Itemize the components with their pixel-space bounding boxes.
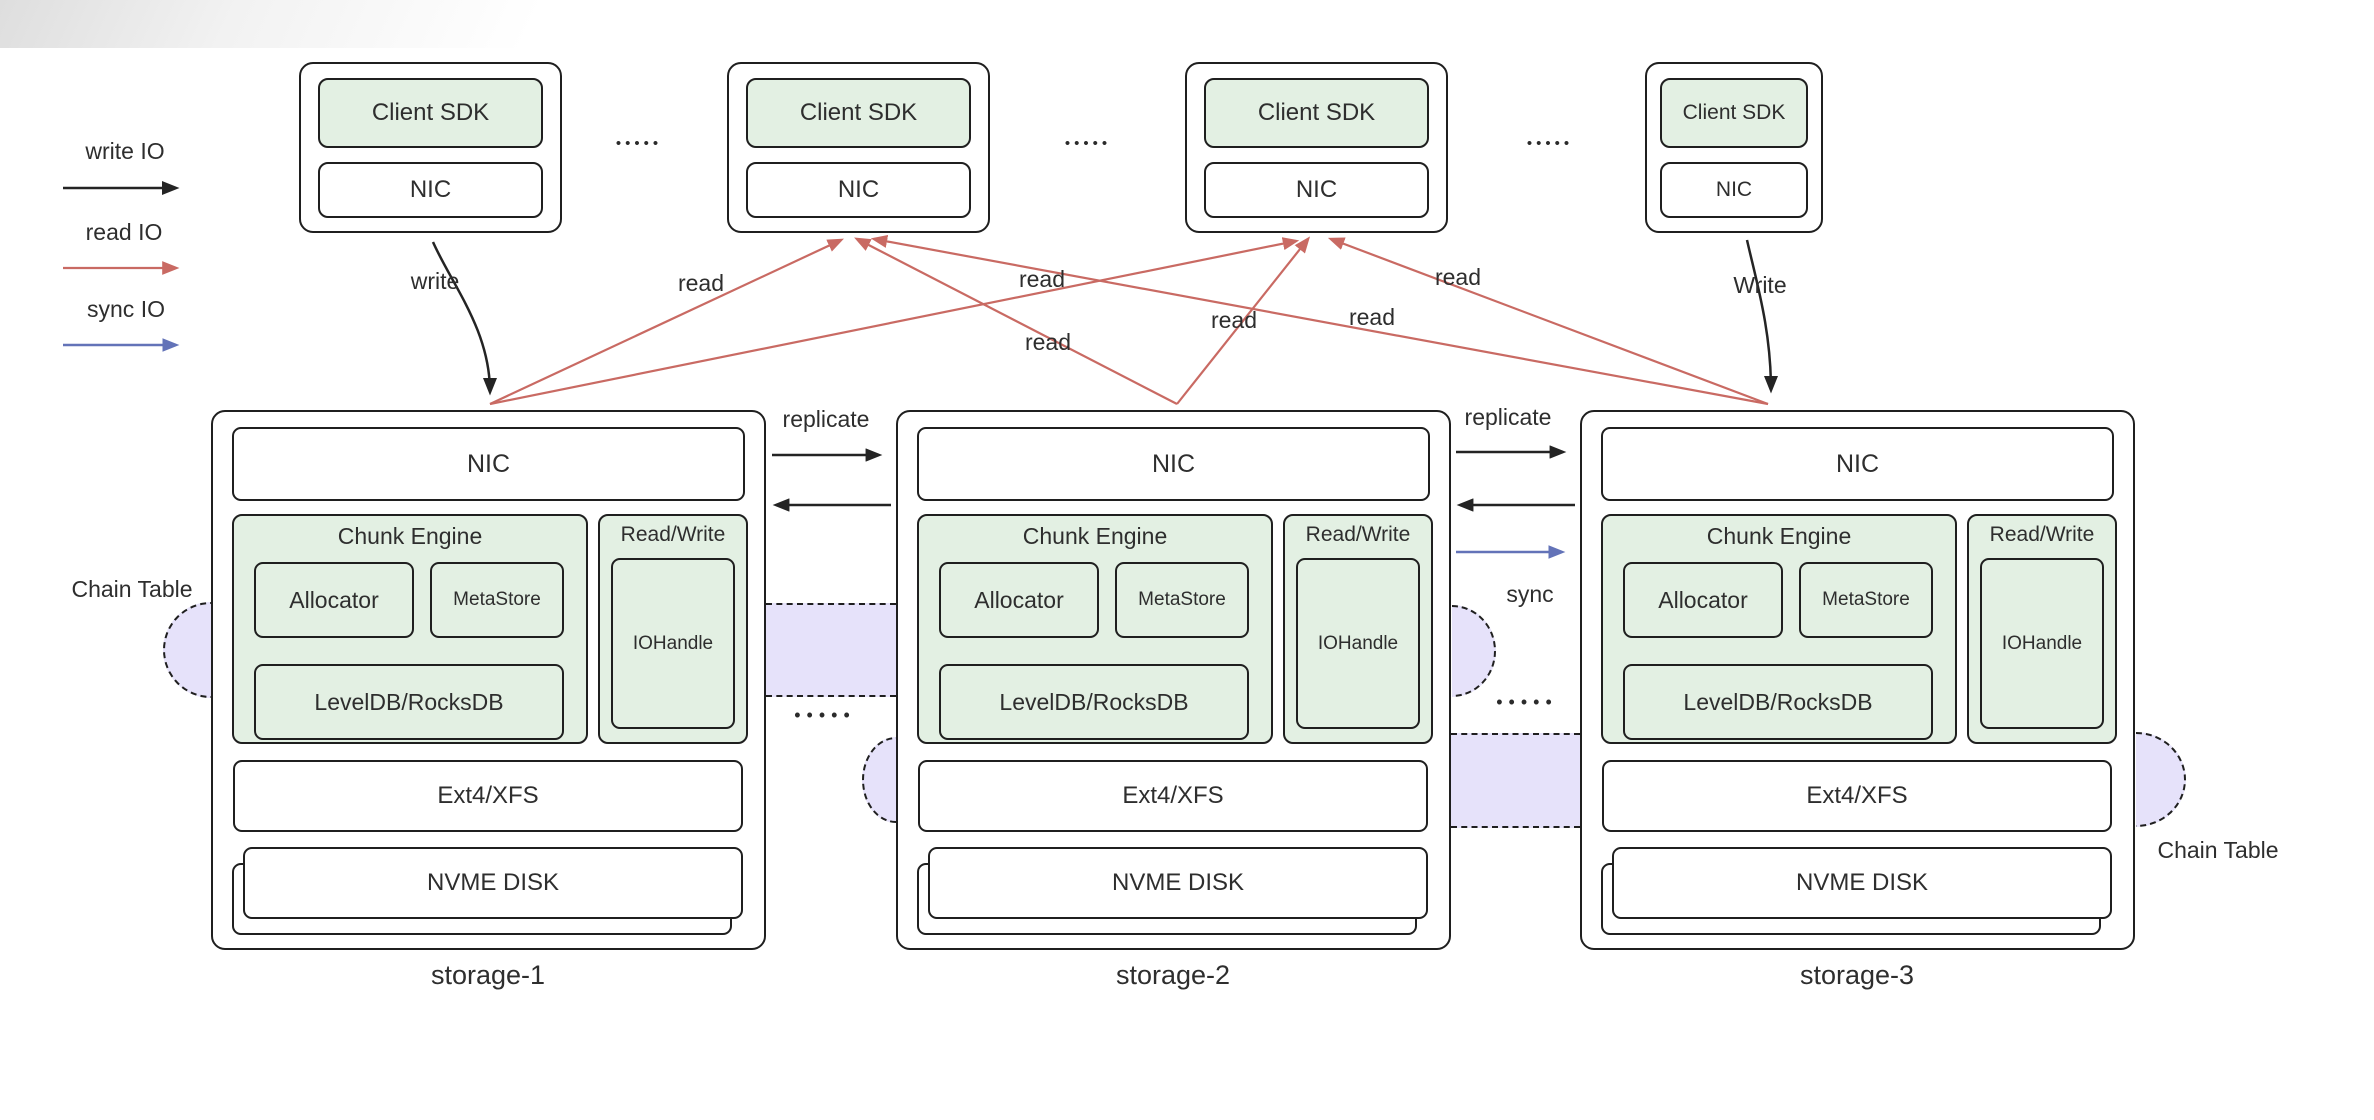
read-label: read bbox=[1434, 264, 1482, 290]
storage-node-1: NIC Chunk Engine Allocator MetaStore Lev… bbox=[211, 410, 766, 950]
allocator: Allocator bbox=[254, 562, 414, 638]
iohandle: IOHandle bbox=[611, 558, 735, 729]
chunk-engine: Chunk Engine Allocator MetaStore LevelDB… bbox=[917, 514, 1273, 744]
nvme-disk: NVME DISK bbox=[243, 847, 743, 919]
chain-table-label-left: Chain Table bbox=[71, 576, 193, 602]
read-write: Read/Write IOHandle bbox=[1283, 514, 1433, 744]
read-write: Read/Write IOHandle bbox=[598, 514, 748, 744]
allocator: Allocator bbox=[1623, 562, 1783, 638]
client-nic: NIC bbox=[1660, 162, 1808, 218]
client-nic: NIC bbox=[318, 162, 543, 218]
chain-separator-dots: ••••• bbox=[794, 705, 856, 725]
chain-ellipse-storage1-left bbox=[163, 602, 211, 698]
client-nic: NIC bbox=[746, 162, 971, 218]
leveldb-rocksdb: LevelDB/RocksDB bbox=[254, 664, 564, 740]
storage-caption: storage-2 bbox=[1115, 960, 1231, 990]
storage-caption: storage-1 bbox=[430, 960, 546, 990]
chunk-engine-title: Chunk Engine bbox=[1022, 523, 1168, 549]
nvme-disk: NVME DISK bbox=[1612, 847, 2112, 919]
metastore: MetaStore bbox=[430, 562, 564, 638]
read-label: read bbox=[677, 270, 725, 296]
client-sdk: Client SDK bbox=[746, 78, 971, 148]
legend-write-io: write IO bbox=[85, 138, 165, 164]
iohandle: IOHandle bbox=[1980, 558, 2104, 729]
client-box-1: Client SDK NIC bbox=[299, 62, 562, 233]
metastore: MetaStore bbox=[1115, 562, 1249, 638]
chunk-engine-title: Chunk Engine bbox=[337, 523, 483, 549]
client-separator-dots: ••••• bbox=[615, 135, 663, 152]
write-label: Write bbox=[1733, 272, 1787, 298]
storage-nic: NIC bbox=[1601, 427, 2114, 501]
client-separator-dots: ••••• bbox=[1526, 135, 1574, 152]
client-sdk: Client SDK bbox=[1660, 78, 1808, 148]
read-write-title: Read/Write bbox=[1989, 523, 2095, 546]
read-label: read bbox=[1018, 266, 1066, 292]
nvme-disk: NVME DISK bbox=[928, 847, 1428, 919]
chain-ellipse-storage2-left bbox=[862, 737, 896, 823]
client-nic: NIC bbox=[1204, 162, 1429, 218]
allocator: Allocator bbox=[939, 562, 1099, 638]
read-write: Read/Write IOHandle bbox=[1967, 514, 2117, 744]
chain-separator-dots: ••••• bbox=[1496, 692, 1558, 712]
write-arrows bbox=[431, 239, 1778, 396]
chain-band-2 bbox=[1451, 733, 1580, 828]
filesystem: Ext4/XFS bbox=[1602, 760, 2112, 832]
corner-gradient bbox=[0, 0, 780, 48]
read-label: read bbox=[1210, 307, 1258, 333]
chunk-engine: Chunk Engine Allocator MetaStore LevelDB… bbox=[232, 514, 588, 744]
legend-read-io: read IO bbox=[85, 219, 163, 245]
client-separator-dots: ••••• bbox=[1064, 135, 1112, 152]
client-sdk: Client SDK bbox=[318, 78, 543, 148]
chain-ellipse-storage3-right bbox=[2136, 732, 2186, 827]
replicate-label: replicate bbox=[1464, 404, 1552, 430]
read-label: read bbox=[1348, 304, 1396, 330]
chunk-engine-title: Chunk Engine bbox=[1706, 523, 1852, 549]
chain-ellipse-storage2-right bbox=[1452, 605, 1496, 697]
chunk-engine: Chunk Engine Allocator MetaStore LevelDB… bbox=[1601, 514, 1957, 744]
client-sdk: Client SDK bbox=[1204, 78, 1429, 148]
client-box-3: Client SDK NIC bbox=[1185, 62, 1448, 233]
storage-node-3: NIC Chunk Engine Allocator MetaStore Lev… bbox=[1580, 410, 2135, 950]
chain-band-1 bbox=[766, 603, 896, 697]
storage-node-2: NIC Chunk Engine Allocator MetaStore Lev… bbox=[896, 410, 1451, 950]
write-label: write bbox=[410, 268, 460, 294]
filesystem: Ext4/XFS bbox=[918, 760, 1428, 832]
client-box-4: Client SDK NIC bbox=[1645, 62, 1823, 233]
read-label: read bbox=[1024, 329, 1072, 355]
storage-nic: NIC bbox=[917, 427, 1430, 501]
storage-nic: NIC bbox=[232, 427, 745, 501]
read-arrows bbox=[489, 234, 1769, 406]
metastore: MetaStore bbox=[1799, 562, 1933, 638]
filesystem: Ext4/XFS bbox=[233, 760, 743, 832]
replicate-label: replicate bbox=[782, 406, 870, 432]
storage-caption: storage-3 bbox=[1799, 960, 1915, 990]
chain-table-label-right: Chain Table bbox=[2157, 837, 2279, 863]
legend-sync-io: sync IO bbox=[87, 296, 165, 322]
leveldb-rocksdb: LevelDB/RocksDB bbox=[1623, 664, 1933, 740]
leveldb-rocksdb: LevelDB/RocksDB bbox=[939, 664, 1249, 740]
read-write-title: Read/Write bbox=[1305, 523, 1411, 546]
iohandle: IOHandle bbox=[1296, 558, 1420, 729]
sync-label: sync bbox=[1506, 581, 1554, 607]
read-write-title: Read/Write bbox=[620, 523, 726, 546]
client-box-2: Client SDK NIC bbox=[727, 62, 990, 233]
